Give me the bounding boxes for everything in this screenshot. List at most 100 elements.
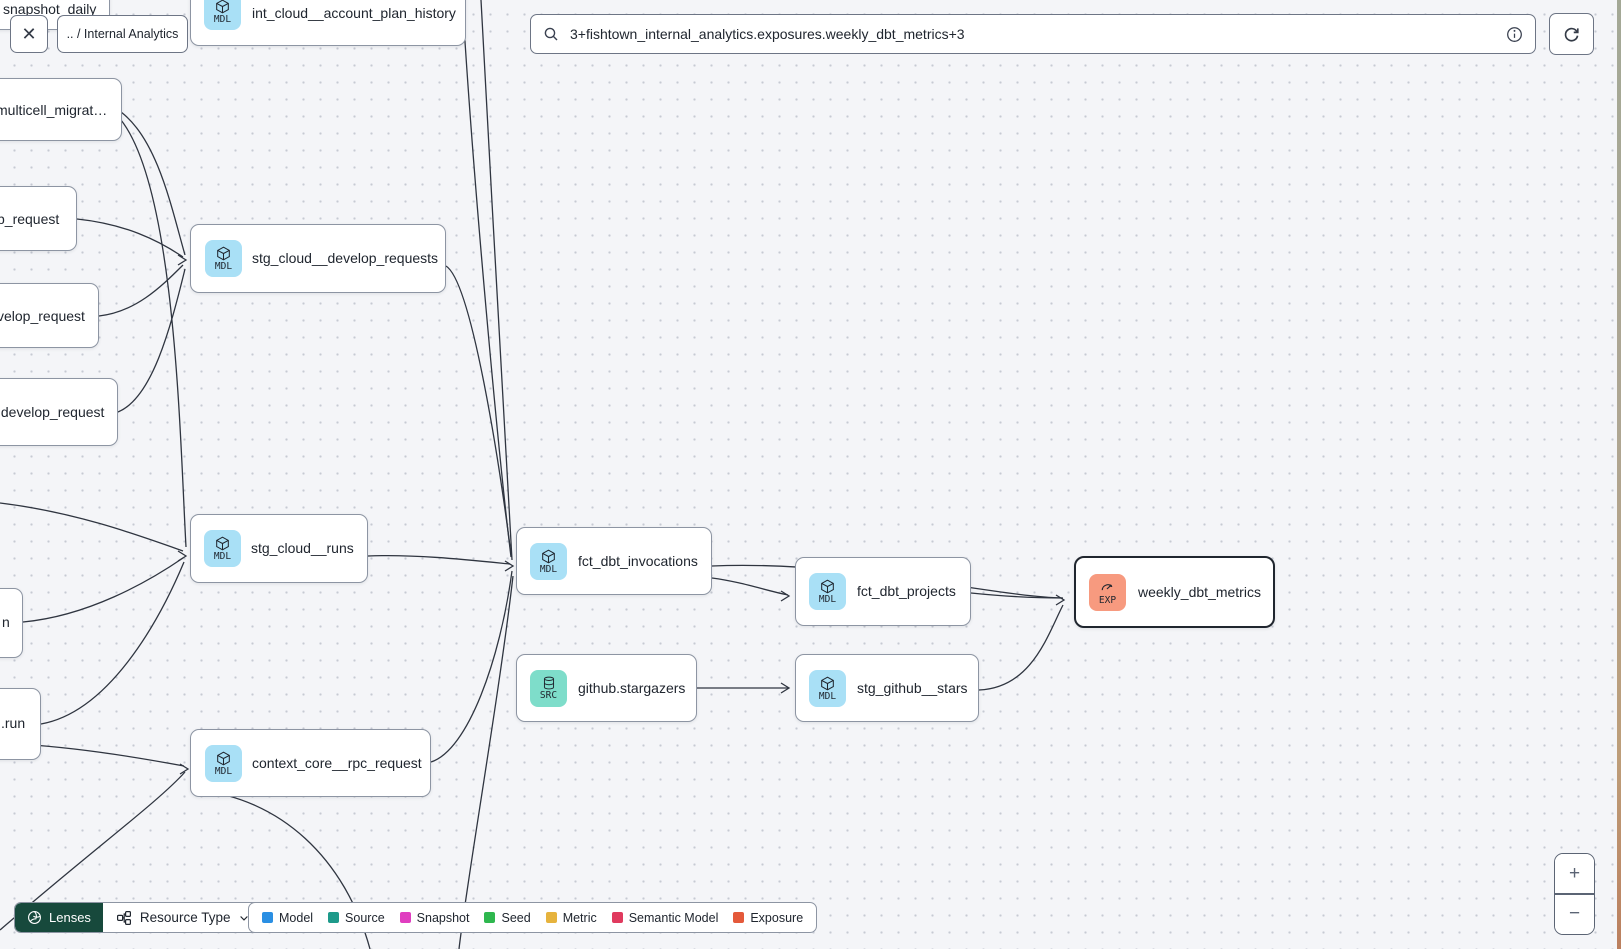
legend-label: Exposure [750, 910, 804, 925]
badge-label: MDL [214, 765, 233, 777]
lineage-edge [117, 268, 186, 413]
badge-label: MDL [213, 550, 232, 562]
selector-search-bar[interactable] [530, 14, 1536, 54]
lenses-toolbar: Lenses Resource Type [14, 902, 265, 933]
graph-node-stg_cloud__runs[interactable] [190, 514, 368, 583]
refresh-icon [1562, 25, 1581, 44]
close-icon: ✕ [21, 23, 37, 44]
legend-item: Semantic Model [611, 910, 719, 925]
legend-swatch [484, 912, 496, 923]
graph-node-velop_request[interactable] [0, 283, 99, 348]
lineage-edge [22, 557, 184, 623]
node-label: stg_github__stars [857, 680, 968, 696]
legend-label: Metric [562, 910, 597, 925]
resource-badge-mdl: MDL [809, 573, 846, 610]
cube-icon [541, 549, 556, 564]
node-label: fct_dbt_invocations [578, 553, 698, 569]
badge-label: MDL [539, 563, 558, 575]
edge-arrowhead [177, 550, 188, 562]
node-label: n [2, 614, 10, 630]
breadcrumb[interactable]: .. / Internal Analytics [57, 15, 188, 53]
node-label: weekly_dbt_metrics [1138, 584, 1261, 600]
badge-label: MDL [214, 260, 233, 272]
lineage-edge [40, 561, 185, 725]
legend-item: Source [328, 911, 385, 925]
edge-arrowhead [179, 763, 190, 775]
legend-item: Snapshot [399, 910, 470, 925]
resource-badge-mdl: MDL [530, 543, 567, 580]
cube-icon [215, 0, 230, 14]
node-label: multicell_migrat… [0, 102, 108, 118]
legend-swatch [611, 912, 623, 923]
resource-type-legend: Model Source Snapshot Seed Metric Semantic Mo… [248, 902, 818, 933]
legend-swatch [262, 912, 273, 923]
lineage-edge [711, 577, 789, 596]
resource-type-icon [116, 910, 132, 926]
zoom-out-button[interactable]: − [1555, 894, 1594, 934]
zoom-in-button[interactable]: + [1555, 854, 1594, 893]
graph-node-multicell_migrat[interactable] [0, 78, 122, 141]
legend-swatch [545, 912, 557, 923]
lineage-edge [98, 264, 184, 317]
node-label: fct_dbt_projects [857, 583, 956, 599]
lineage-edge [367, 554, 511, 565]
legend-item: Seed [484, 911, 531, 925]
search-icon [543, 26, 559, 42]
edge-arrowhead [780, 682, 791, 694]
lineage-edge [0, 502, 184, 552]
resource-badge-mdl: MDL [204, 0, 241, 30]
node-label: int_cloud__account_plan_history [252, 5, 456, 21]
graph-node-develop_request[interactable] [0, 378, 118, 446]
close-lineage-button[interactable]: ✕ [10, 15, 48, 53]
lineage-edge [970, 592, 1063, 599]
node-label: stg_cloud__develop_requests [252, 250, 439, 266]
legend-label: Snapshot [416, 910, 470, 925]
legend-swatch [733, 912, 745, 923]
node-label: stg_cloud__runs [251, 540, 354, 556]
legend-label: Semantic Model [628, 910, 719, 925]
lenses-label: Lenses [49, 910, 91, 925]
cube-icon [820, 676, 835, 691]
lineage-edge [480, 0, 513, 561]
badge-label: MDL [213, 13, 232, 25]
lineage-edge [120, 111, 186, 256]
cube-icon [820, 579, 835, 594]
badge-label: MDL [818, 690, 837, 702]
node-label: github.stargazers [578, 680, 686, 696]
refresh-button[interactable] [1549, 13, 1594, 55]
legend-swatch [399, 912, 411, 923]
cube-icon [216, 246, 231, 261]
cube-icon [215, 536, 230, 551]
graph-node-n_cut[interactable] [0, 588, 23, 658]
lineage-edge [76, 218, 184, 258]
breadcrumb-label: .. / Internal Analytics [66, 27, 179, 41]
node-label: context_core__rpc_request [252, 755, 422, 771]
edge-arrowhead [177, 254, 188, 266]
resource-badge-mdl: MDL [205, 240, 242, 277]
resource-badge-src: SRC [530, 670, 567, 707]
cube-icon [216, 751, 231, 766]
search-input[interactable] [568, 25, 1497, 43]
graph-node-p_request[interactable] [0, 186, 77, 251]
graph-node-run_cut[interactable] [0, 688, 41, 760]
gauge-icon [1100, 580, 1115, 595]
divider [1555, 893, 1594, 895]
resource-badge-exp: EXP [1089, 574, 1126, 611]
badge-label: SRC [539, 690, 558, 702]
lineage-edge [458, 575, 514, 949]
info-icon[interactable] [1506, 26, 1523, 43]
legend-label: Source [345, 910, 385, 925]
badge-label: EXP [1098, 594, 1117, 606]
lineage-edge [462, 9, 512, 558]
node-label: .develop_request [0, 404, 105, 420]
lenses-button[interactable]: Lenses [15, 903, 103, 932]
legend-item: Model [262, 911, 313, 925]
resource-badge-mdl: MDL [204, 530, 241, 567]
chevron-down-icon [238, 912, 250, 924]
node-label: p_request [0, 211, 60, 227]
edge-arrowhead [780, 590, 791, 602]
legend-label: Model [279, 910, 314, 925]
resource-type-dropdown[interactable]: Resource Type [102, 903, 264, 932]
